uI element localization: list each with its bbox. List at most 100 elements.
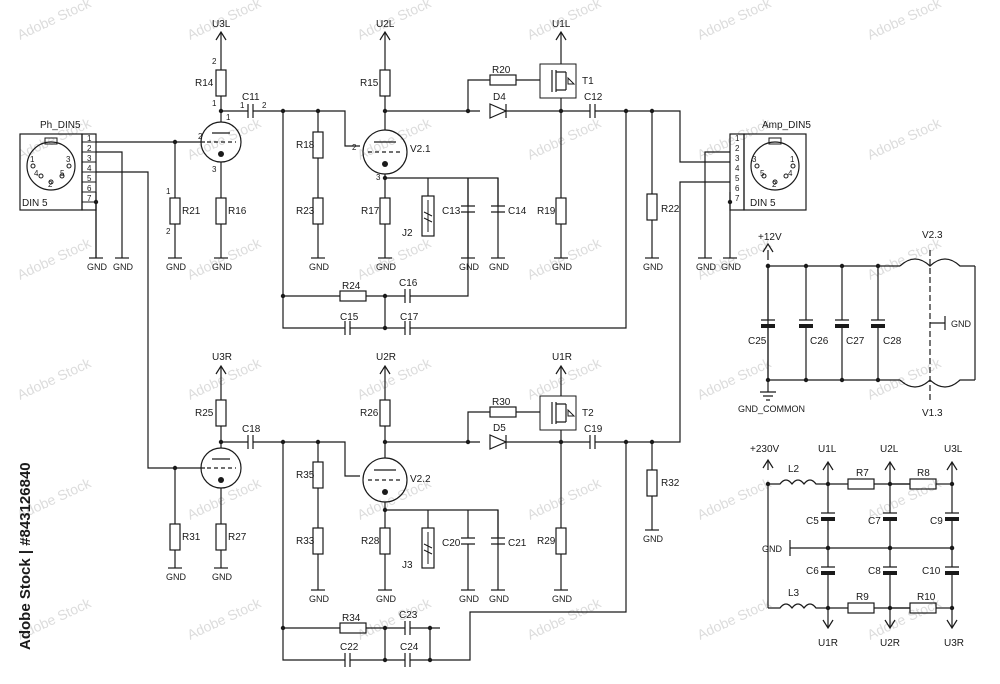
watermark-text: Adobe Stock <box>15 354 95 402</box>
amp-din-connector: Amp_DIN5 3 1 5 4 2 DIN 5 1 2 3 4 5 6 7 <box>729 120 811 211</box>
svg-text:5: 5 <box>60 169 65 178</box>
svg-text:R24: R24 <box>342 281 361 292</box>
ground-label: GND <box>489 262 510 272</box>
ground-label: GND <box>643 262 664 272</box>
svg-text:1: 1 <box>212 99 217 108</box>
svg-text:R30: R30 <box>492 397 511 408</box>
svg-text:C12: C12 <box>584 92 603 103</box>
watermark-text: Adobe Stock <box>185 114 265 162</box>
ground-label: GND <box>721 262 742 272</box>
svg-text:C16: C16 <box>399 278 418 289</box>
svg-text:1: 1 <box>87 134 92 143</box>
svg-text:C9: C9 <box>930 516 943 527</box>
ground-label: GND <box>212 262 233 272</box>
svg-text:C8: C8 <box>868 566 881 577</box>
rail-arrow-icon <box>215 364 227 375</box>
svg-text:R14: R14 <box>195 78 214 89</box>
svg-text:3: 3 <box>735 154 740 163</box>
svg-text:3: 3 <box>212 165 217 174</box>
ground-label: GND <box>309 594 330 604</box>
ground-label: GND <box>696 262 717 272</box>
svg-text:V2.2: V2.2 <box>410 474 431 485</box>
svg-text:C5: C5 <box>806 516 819 527</box>
svg-text:C26: C26 <box>810 336 829 347</box>
svg-text:R15: R15 <box>360 78 379 89</box>
watermark-text: Adobe Stock <box>865 0 945 43</box>
svg-text:U3R: U3R <box>212 352 232 363</box>
svg-text:C13: C13 <box>442 206 461 217</box>
svg-text:U1L: U1L <box>552 19 571 30</box>
svg-text:T2: T2 <box>582 408 594 419</box>
watermark-text: Adobe Stock <box>185 474 265 522</box>
svg-text:C10: C10 <box>922 566 941 577</box>
svg-text:3: 3 <box>87 154 92 163</box>
svg-text:4: 4 <box>87 164 92 173</box>
svg-text:C19: C19 <box>584 424 603 435</box>
rail-arrow-icon <box>215 30 227 41</box>
capacitor-plate <box>883 571 897 575</box>
svg-text:R10: R10 <box>917 592 936 603</box>
svg-text:R23: R23 <box>296 206 315 217</box>
svg-text:L3: L3 <box>788 588 800 599</box>
svg-text:GND: GND <box>762 544 783 554</box>
svg-text:3: 3 <box>66 155 71 164</box>
svg-text:R33: R33 <box>296 536 315 547</box>
svg-text:R7: R7 <box>856 468 869 479</box>
svg-text:6: 6 <box>87 184 92 193</box>
rail-arrow-icon <box>884 608 896 630</box>
svg-text:D5: D5 <box>493 423 506 434</box>
ground-label: GND <box>309 262 330 272</box>
svg-text:C14: C14 <box>508 206 527 217</box>
watermark-text: Adobe Stock <box>865 234 945 282</box>
svg-text:U3L: U3L <box>944 444 963 455</box>
stock-side-label: Adobe Stock | #843126840 <box>17 462 34 650</box>
svg-text:GND: GND <box>951 319 972 329</box>
svg-text:R31: R31 <box>182 532 201 543</box>
rail-arrow-icon <box>822 460 834 484</box>
ground-label: GND <box>459 594 480 604</box>
svg-text:+12V: +12V <box>758 232 782 243</box>
ground-label: GND <box>552 594 573 604</box>
ground-label: GND <box>489 594 510 604</box>
watermark-text: Adobe Stock <box>865 114 945 162</box>
svg-text:R21: R21 <box>182 206 201 217</box>
svg-text:R20: R20 <box>492 65 511 76</box>
watermark-text: Adobe Stock <box>355 114 435 162</box>
svg-text:GND_COMMON: GND_COMMON <box>738 404 805 414</box>
svg-text:2: 2 <box>212 57 217 66</box>
svg-text:J3: J3 <box>402 560 413 571</box>
rail-arrow-icon <box>555 30 567 41</box>
svg-text:U1R: U1R <box>818 638 838 649</box>
svg-text:U3L: U3L <box>212 19 231 30</box>
svg-text:U2L: U2L <box>376 19 395 30</box>
capacitor-plate <box>821 517 835 521</box>
phono-din-connector: Ph_DIN5 1 3 4 5 2 DIN 5 1 2 3 4 5 6 7 <box>19 120 97 211</box>
rail-arrow-icon <box>822 608 834 630</box>
svg-text:J2: J2 <box>402 228 413 239</box>
svg-text:3: 3 <box>376 173 381 182</box>
watermark-text: Adobe Stock <box>185 594 265 642</box>
svg-text:R27: R27 <box>228 532 247 543</box>
svg-text:1: 1 <box>166 187 171 196</box>
svg-text:2: 2 <box>87 144 92 153</box>
svg-text:C18: C18 <box>242 424 261 435</box>
svg-text:R28: R28 <box>361 536 380 547</box>
capacitor-plate <box>945 571 959 575</box>
svg-text:4: 4 <box>735 164 740 173</box>
svg-text:U2R: U2R <box>880 638 900 649</box>
svg-text:C21: C21 <box>508 538 527 549</box>
svg-text:R25: R25 <box>195 408 214 419</box>
svg-text:U3R: U3R <box>944 638 964 649</box>
capacitor-plate <box>945 517 959 521</box>
ground-label: GND <box>113 262 134 272</box>
svg-text:+230V: +230V <box>750 444 780 455</box>
svg-text:R26: R26 <box>360 408 379 419</box>
svg-text:U2L: U2L <box>880 444 899 455</box>
ground-label: GND <box>643 534 664 544</box>
ground-label: GND <box>552 262 573 272</box>
capacitor-plate <box>871 324 885 328</box>
svg-text:C28: C28 <box>883 336 902 347</box>
